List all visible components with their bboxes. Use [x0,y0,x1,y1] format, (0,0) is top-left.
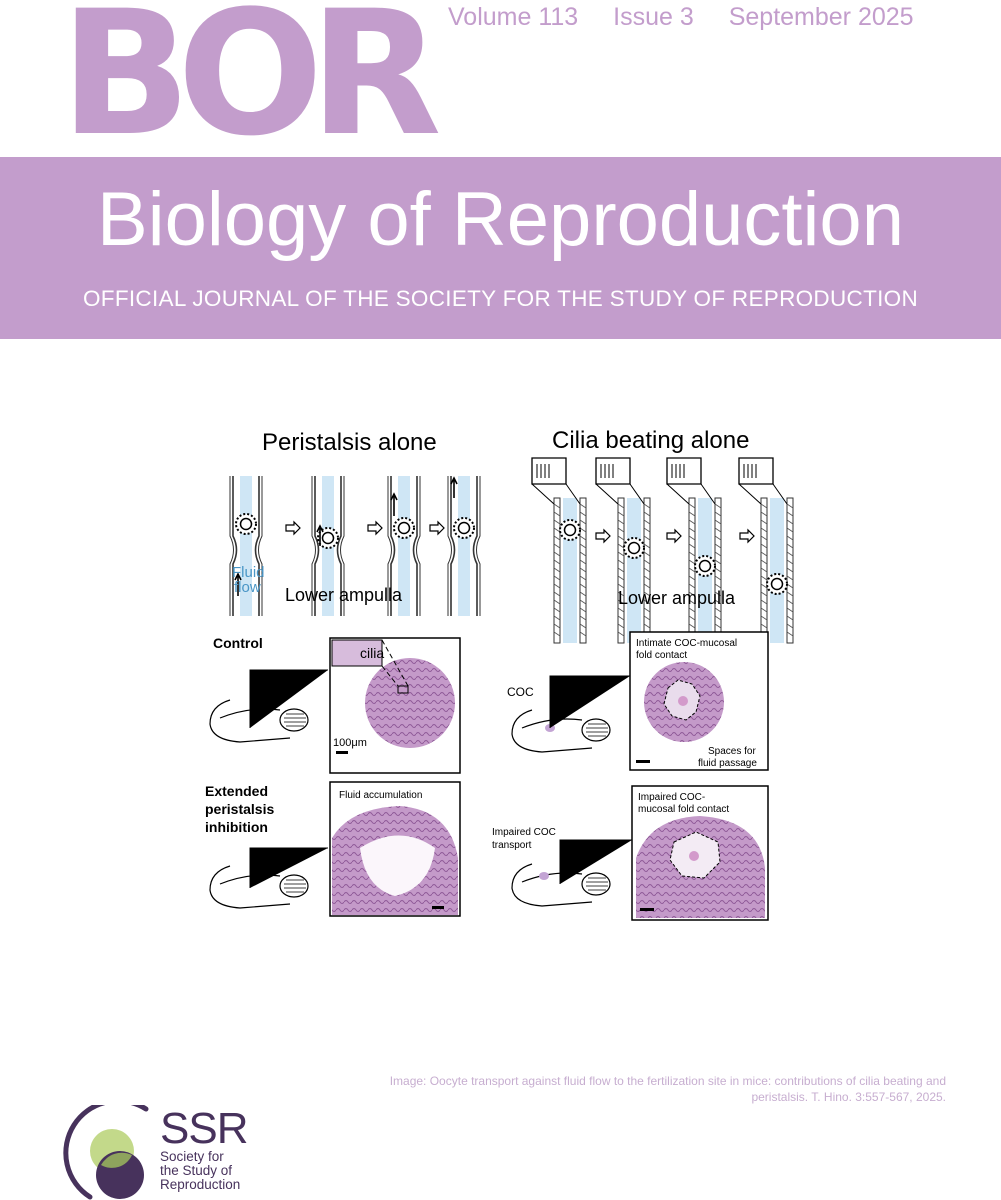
coc-label: COC [507,685,534,699]
spaces-line2: fluid passage [698,758,757,769]
extended-line1: Extended [205,783,268,799]
ssr-name-line1: Society for [160,1149,224,1164]
peristalsis-step-3 [387,475,421,617]
impaired-contact-line1: Impaired COC- [638,792,705,803]
volume-number: Volume 113 [448,3,579,31]
cilia-step-4 [738,457,794,644]
peristalsis-step-4 [447,475,481,617]
ssr-name-line3: Reproduction [160,1177,241,1192]
extended-line2: peristalsis [205,801,274,817]
impaired-transport-line2: transport [492,840,532,851]
cover-figure: Peristalsis alone Fluid flow Lower ampul… [205,427,794,921]
fluid-accumulation-label: Fluid accumulation [339,790,422,801]
peristalsis-title: Peristalsis alone [262,429,437,456]
lower-ampulla-right: Lower ampulla [618,588,736,608]
intimate-contact-line2: fold contact [636,650,687,661]
extended-oviduct-sketch [209,847,328,909]
flow-label: flow [234,579,261,596]
caption-line-2: peristalsis. T. Hino. 3:557-567, 2025. [751,1090,946,1104]
issue-info: Volume 113 Issue 3 September 2025 [448,3,914,32]
ssr-abbreviation: SSR [160,1104,248,1153]
cover-image-caption: Image: Oocyte transport against fluid fl… [300,1073,946,1105]
spaces-line1: Spaces for [708,746,756,757]
impaired-transport-line1: Impaired COC [492,827,556,838]
issue-number: Issue 3 [613,3,694,31]
caption-line-1: Image: Oocyte transport against fluid fl… [389,1074,946,1088]
ssr-name-line2: the Study of [160,1163,233,1178]
cilia-step-2 [595,457,651,644]
control-oviduct-sketch [209,669,328,743]
lower-ampulla-left: Lower ampulla [285,585,403,605]
impaired-oviduct-sketch [511,839,632,907]
peristalsis-step-2 [311,475,345,617]
issue-date: September 2025 [728,3,914,31]
ssr-logo-icon [63,1105,149,1200]
control-tissue [365,658,455,748]
scale-label: 100μm [333,737,367,749]
cilia-step-1 [531,457,587,644]
impaired-contact-line2: mucosal fold contact [638,804,729,815]
ssr-full-name: Society for the Study of Reproduction [160,1150,280,1192]
title-band [0,157,1001,339]
cilia-inset-label: cilia [360,645,384,661]
coc-oviduct-sketch [511,675,630,753]
peristalsis-step-1 [229,475,263,617]
fluid-label: Fluid [232,564,265,581]
intimate-contact-line1: Intimate COC-mucosal [636,638,737,649]
cilia-title: Cilia beating alone [552,427,749,454]
journal-title: Biology of Reproduction [97,177,904,262]
control-label: Control [213,635,263,651]
journal-subtitle: OFFICIAL JOURNAL OF THE SOCIETY FOR THE … [82,286,919,311]
journal-logo: BOR [60,0,442,174]
cilia-step-3 [666,457,722,644]
extended-line3: inhibition [205,819,268,835]
